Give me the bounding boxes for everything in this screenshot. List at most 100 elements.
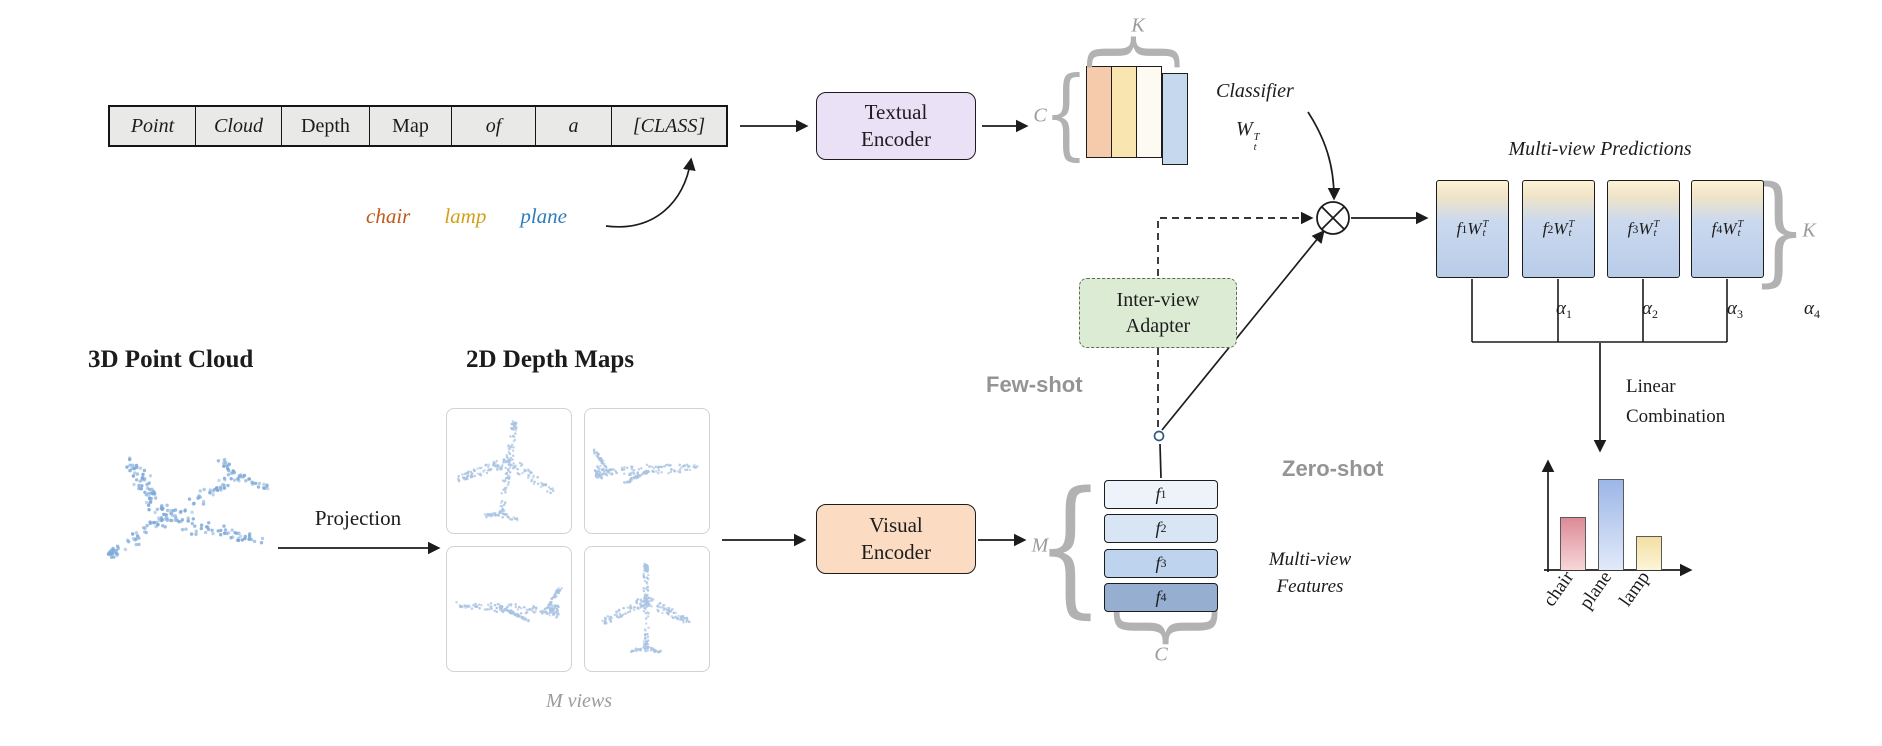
weight-column (1162, 73, 1188, 165)
classifier-weight-columns (1086, 66, 1190, 176)
pred-f: f (1627, 219, 1633, 238)
multi-view-features-line1: Multi-view (1268, 549, 1352, 570)
alpha-sub: 1 (1565, 307, 1572, 321)
pred-w-sub: t (1568, 228, 1572, 239)
feature-label: f (1155, 553, 1161, 573)
class-word-lamp: lamp (444, 204, 487, 228)
pred-sub: 3 (1632, 221, 1639, 236)
multi-view-predictions-title: Multi-view Predictions (1508, 138, 1692, 160)
point-cloud-title: 3D Point Cloud (88, 346, 254, 373)
point-cloud-image (48, 414, 304, 624)
pred-w-sub: t (1737, 228, 1741, 239)
pred-w: W (1638, 219, 1653, 238)
switch-node (1153, 430, 1165, 442)
weight-column (1086, 66, 1112, 158)
pred-w: W (1722, 219, 1737, 238)
class-name-list: chair lamp plane (366, 204, 567, 229)
alpha-4: α4 (1804, 298, 1820, 322)
alpha-symbol: α (1556, 298, 1566, 319)
alpha-3: α3 (1727, 298, 1743, 322)
feature-label: f (1155, 587, 1161, 607)
multi-view-features-label: Multi-view Features (1240, 546, 1380, 600)
weight-column (1136, 66, 1162, 158)
wt-base: W (1236, 118, 1253, 140)
pred-w-sup: T (1653, 218, 1660, 230)
few-shot-label: Few-shot (986, 372, 1083, 397)
linear-combination-label: Linear Combination (1626, 372, 1725, 432)
alpha-symbol: α (1642, 298, 1652, 319)
feature-sub: 2 (1160, 521, 1167, 535)
prompt-template-table: Point Cloud Depth Map of a [CLASS] (108, 105, 728, 147)
alpha-sub: 4 (1813, 307, 1820, 321)
classifier-label: Classifier (1216, 80, 1294, 102)
linear-combination-line1: Linear (1626, 376, 1676, 397)
tensor-product-icon (1316, 201, 1350, 235)
feature-sub: 3 (1160, 556, 1167, 570)
depth-map-svg (601, 562, 691, 654)
pred-w-sup: T (1737, 218, 1744, 230)
dim-label-c: C (1033, 104, 1047, 127)
pred-sub: 2 (1547, 221, 1554, 236)
class-word-chair: chair (366, 204, 411, 228)
pred-f: f (1711, 219, 1717, 238)
alpha-1: α1 (1556, 298, 1572, 322)
dim-label-c-bottom: C (1154, 643, 1168, 666)
pred-w: W (1467, 219, 1482, 238)
adapter-label: Inter-view (1116, 289, 1200, 311)
dim-label-k: K (1131, 14, 1145, 37)
pred-w-sub: t (1482, 228, 1486, 239)
pred-w: W (1553, 219, 1568, 238)
bar-chair (1560, 517, 1586, 570)
prompt-token-cell: Cloud (196, 107, 282, 145)
bar-lamp (1636, 536, 1662, 570)
pred-w-sub: t (1653, 228, 1657, 239)
textual-encoder-label: Textual (864, 100, 928, 124)
alpha-symbol: α (1804, 298, 1814, 319)
projection-label: Projection (314, 506, 402, 530)
class-word-plane: plane (520, 204, 567, 228)
dim-label-m: M (1031, 534, 1049, 557)
pred-w-sup: T (1482, 218, 1489, 230)
pred-sub: 1 (1461, 221, 1468, 236)
m-views-label: M views (545, 690, 613, 712)
prompt-token-cell: Point (110, 107, 196, 145)
textual-encoder-label: Encoder (861, 127, 931, 151)
wt-sub: t (1253, 141, 1257, 153)
depth-map-view-1 (446, 408, 572, 534)
depth-map-view-2 (584, 408, 710, 534)
weight-column (1111, 66, 1137, 158)
alpha-sub: 3 (1736, 307, 1743, 321)
alpha-combination-bracket (1471, 279, 1728, 343)
alpha-sub: 2 (1651, 307, 1658, 321)
pred-f: f (1456, 219, 1462, 238)
solid-arrows (278, 111, 1607, 555)
linear-combination-line2: Combination (1626, 406, 1726, 427)
multi-view-features-line2: Features (1276, 576, 1344, 597)
bar-chart-axes (1541, 459, 1693, 577)
textual-encoder-box: Textual Encoder (816, 92, 976, 160)
dim-label-k-right: K (1802, 219, 1816, 242)
visual-encoder-box: Visual Encoder (816, 504, 976, 574)
alpha-symbol: α (1727, 298, 1737, 319)
zero-shot-label: Zero-shot (1282, 456, 1384, 481)
inter-view-adapter-box: Inter-view Adapter (1079, 278, 1237, 348)
prompt-token-cell: of (452, 107, 536, 145)
feature-sub: 4 (1160, 590, 1167, 604)
depth-map-view-4 (584, 546, 710, 672)
feature-label: f (1155, 484, 1161, 504)
prompt-token-cell: [CLASS] (632, 114, 706, 137)
depth-map-view-3 (446, 546, 572, 672)
bar-plane (1598, 479, 1624, 570)
feature-sub: 1 (1160, 487, 1167, 501)
wt-sup: T (1253, 132, 1260, 143)
point-cloud-svg (106, 456, 270, 559)
feature-label: f (1155, 518, 1161, 538)
